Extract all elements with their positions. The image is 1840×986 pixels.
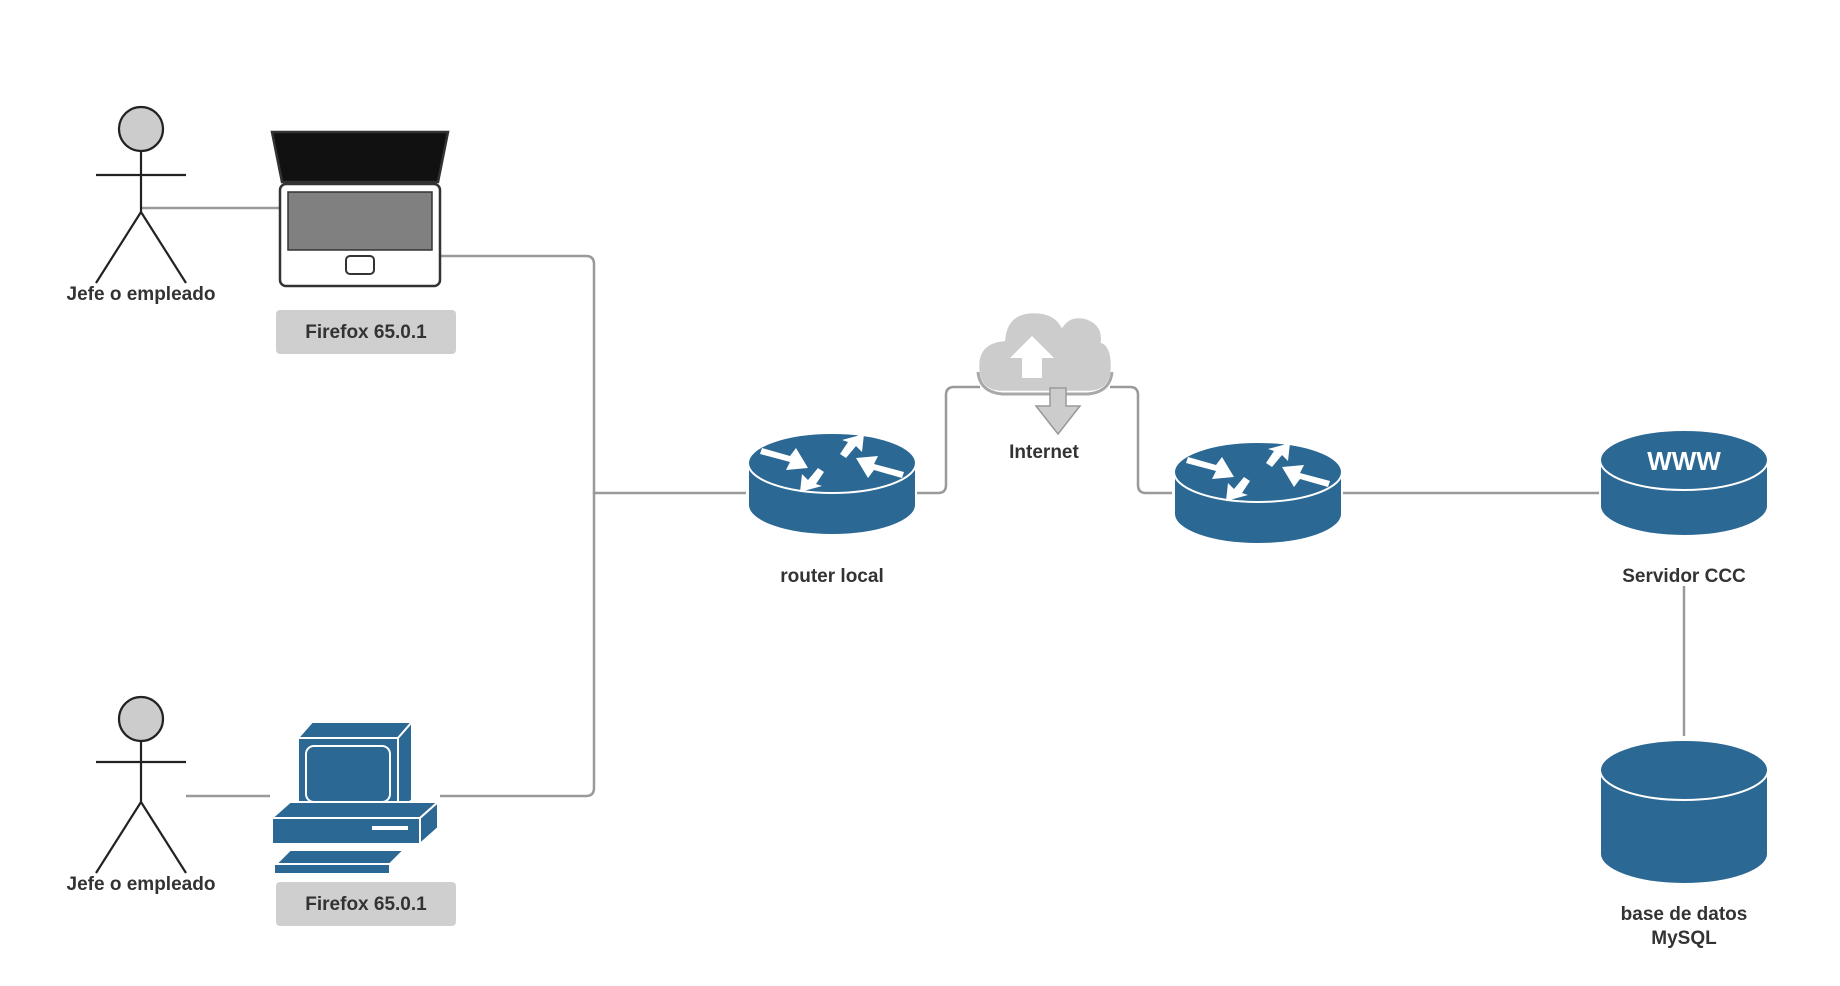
actor-top-label: Jefe o empleado: [67, 284, 216, 305]
internet-label: Internet: [1009, 442, 1079, 463]
actor-body: [95, 741, 187, 874]
desktop-computer-icon: [269, 719, 441, 875]
edge-laptop-router-local: [440, 254, 746, 495]
edge-router-local-internet: [914, 385, 980, 495]
web-server-icon: WWW: [1599, 429, 1769, 537]
desktop-badge-text: Firefox 65.0.1: [305, 894, 427, 915]
connectors: [142, 206, 1686, 798]
database-label-line1: base de datos: [1621, 904, 1748, 925]
www-text: WWW: [1647, 446, 1721, 476]
laptop-badge-text: Firefox 65.0.1: [305, 322, 427, 343]
download-arrow-icon: [1034, 387, 1082, 436]
edge-internet-router-remote: [1110, 385, 1172, 495]
actor-body: [95, 151, 187, 284]
database-label-line2: MySQL: [1651, 928, 1717, 949]
laptop-icon: [270, 130, 450, 288]
web-server-label: Servidor CCC: [1622, 566, 1746, 587]
internet-cloud-icon: [976, 310, 1114, 436]
actor-head: [117, 105, 165, 153]
actor-bottom-label: Jefe o empleado: [67, 874, 216, 895]
edge-desktop-router-local: [440, 493, 596, 798]
actor-top: [95, 105, 187, 284]
router-remote-icon: [1173, 441, 1343, 545]
upload-arrow-icon: [1010, 336, 1054, 378]
router-local-icon: [747, 432, 917, 536]
actor-bottom: [95, 695, 187, 874]
database-icon: [1599, 739, 1769, 885]
actor-head: [117, 695, 165, 743]
desktop-badge: Firefox 65.0.1: [276, 882, 456, 926]
router-local-label: router local: [780, 566, 883, 587]
laptop-badge: Firefox 65.0.1: [276, 310, 456, 354]
